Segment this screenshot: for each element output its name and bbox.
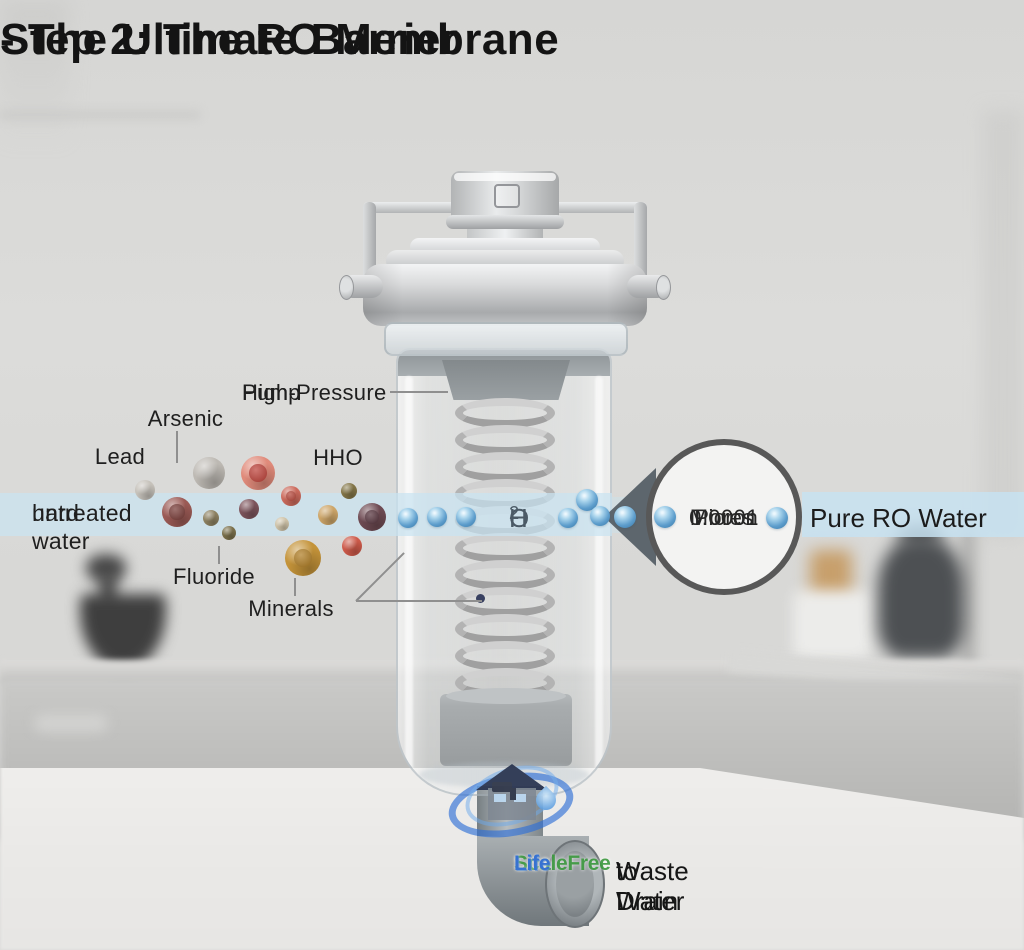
contaminant-sphere	[222, 526, 236, 540]
glass-highlight-left	[405, 376, 413, 794]
spring-coil	[455, 587, 555, 617]
water-droplet	[766, 507, 788, 529]
background-right-shade	[982, 110, 1024, 540]
label-waste-line1: Waste Water	[616, 856, 689, 916]
handle-pin-right	[627, 275, 671, 300]
water-droplet	[576, 489, 598, 511]
h2o-subscript: 2	[509, 503, 521, 523]
contaminant-sphere	[193, 457, 225, 489]
contaminant-sphere-core	[293, 548, 313, 568]
water-droplet	[558, 508, 578, 528]
clamp-ring	[384, 322, 628, 356]
high-pressure-pump-block	[442, 360, 570, 400]
pointer-line-arsenic	[176, 431, 178, 463]
pointer-line-minerals	[294, 578, 296, 596]
logo-text-life: Life	[514, 852, 551, 875]
magnifier-word: Pores	[694, 504, 754, 530]
background-corner-shade	[0, 0, 70, 150]
untreated-water-stream	[0, 493, 612, 536]
background-drawer-handle	[34, 714, 108, 732]
contaminant-sphere	[285, 540, 321, 576]
water-droplet	[614, 506, 636, 528]
label-waste-line2: to Drain	[616, 856, 679, 916]
contaminant-sphere	[275, 517, 289, 531]
label-hho: HHO	[313, 445, 363, 470]
magnifier-unit: Micron	[689, 504, 759, 530]
contaminant-sphere	[318, 505, 338, 525]
contaminant-sphere	[203, 510, 219, 526]
label-lead: Lead	[94, 444, 146, 469]
pointer-line-fluoride	[218, 546, 220, 564]
contaminant-sphere	[135, 480, 155, 500]
contaminant-sphere	[358, 503, 386, 531]
pure-water-stream	[802, 492, 1024, 537]
water-droplet	[654, 506, 676, 528]
logo-house-roof-icon	[476, 764, 548, 790]
top-knob-lip	[446, 215, 564, 229]
label-untreated-line2: hard water	[32, 500, 90, 554]
magnifier-value: 0.0001	[689, 504, 759, 530]
contaminant-sphere-core	[169, 504, 185, 520]
water-droplet	[427, 507, 447, 527]
logo-text-scalefree: ScaleFree	[514, 852, 611, 875]
title-line2: - The Ultimate Barrier	[0, 15, 459, 64]
contaminant-sphere-core	[364, 509, 380, 525]
h2o-h: H	[509, 503, 529, 533]
mineral-deposit-dot	[476, 594, 485, 603]
logo-window-icon	[494, 794, 506, 802]
metal-collar	[363, 264, 647, 326]
label-arsenic: Arsenic	[147, 406, 224, 431]
contaminant-sphere	[162, 497, 192, 527]
contaminant-sphere	[241, 456, 275, 490]
pointer-line-minerals-horizontal	[356, 600, 482, 602]
contaminant-sphere-core	[249, 464, 267, 482]
background-wall-line	[0, 112, 200, 118]
drain-pipe-opening	[545, 840, 605, 928]
logo-window-icon	[514, 794, 526, 802]
blurred-mixer-bowl	[80, 594, 166, 670]
spring-coil	[455, 533, 555, 563]
label-pure-ro-water: Pure RO Water	[810, 503, 987, 533]
logo-faucet-icon	[492, 782, 516, 800]
blurred-kettle	[878, 538, 964, 658]
filter-glass-housing	[396, 348, 612, 796]
contaminant-sphere	[341, 483, 357, 499]
spring-coil	[455, 641, 555, 671]
contaminant-sphere	[239, 499, 259, 519]
water-droplet	[456, 507, 476, 527]
contaminant-sphere	[342, 536, 362, 556]
contaminant-sphere	[281, 486, 301, 506]
title-line1: Step 2: The RO Membrane	[0, 15, 560, 64]
spring-coil	[455, 425, 555, 455]
contaminant-sphere-core	[285, 490, 297, 502]
handle-pin-left	[339, 275, 383, 300]
label-untreated-line1: untreated	[32, 500, 132, 526]
spring-coil	[455, 452, 555, 482]
water-droplet	[398, 508, 418, 528]
knob-square-detail	[494, 184, 520, 208]
membrane-base-block	[440, 688, 572, 766]
label-pump-line1: High-Pressure	[242, 380, 387, 405]
label-fluoride: Fluoride	[173, 564, 255, 589]
pointer-line-pump	[390, 391, 448, 393]
h2o-o: O	[509, 503, 531, 533]
glass-highlight-right	[595, 376, 603, 794]
spring-coil	[455, 560, 555, 590]
spring-coil	[455, 398, 555, 428]
spring-coil	[455, 614, 555, 644]
label-minerals: Minerals	[248, 596, 334, 621]
water-droplet	[590, 506, 610, 526]
label-pump-line2: Pump	[242, 380, 301, 405]
blurred-canister	[793, 590, 871, 658]
background-wall-corner	[960, 525, 976, 670]
